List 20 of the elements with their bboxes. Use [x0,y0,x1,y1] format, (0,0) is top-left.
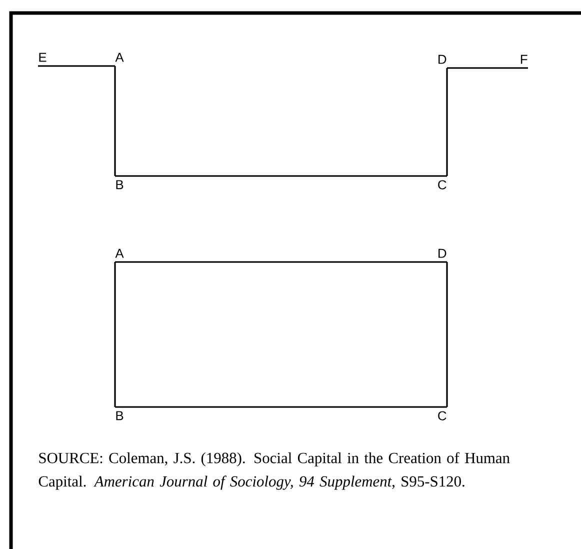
corner-label: F [520,54,528,64]
line [446,262,448,407]
corner-label: C [438,180,446,190]
line [114,262,116,407]
source-caption: SOURCE: Coleman, J.S. (1988). Social Capital in the Creation of Human Capital. American Journal of Sociology, 94 Supplement, S95-S120. [38,452,510,490]
line [38,65,115,67]
line [447,67,528,69]
line [115,406,447,408]
corner-label: D [438,54,446,64]
line [446,68,448,176]
corner-label: A [115,248,124,258]
corner-label: D [438,248,446,258]
corner-label: A [115,52,124,62]
corner-label: B [116,411,124,420]
line [115,175,447,177]
corner-label: B [116,180,124,190]
line [115,261,447,263]
line [114,66,116,176]
corner-label: C [438,411,446,420]
corner-label: E [39,52,46,62]
